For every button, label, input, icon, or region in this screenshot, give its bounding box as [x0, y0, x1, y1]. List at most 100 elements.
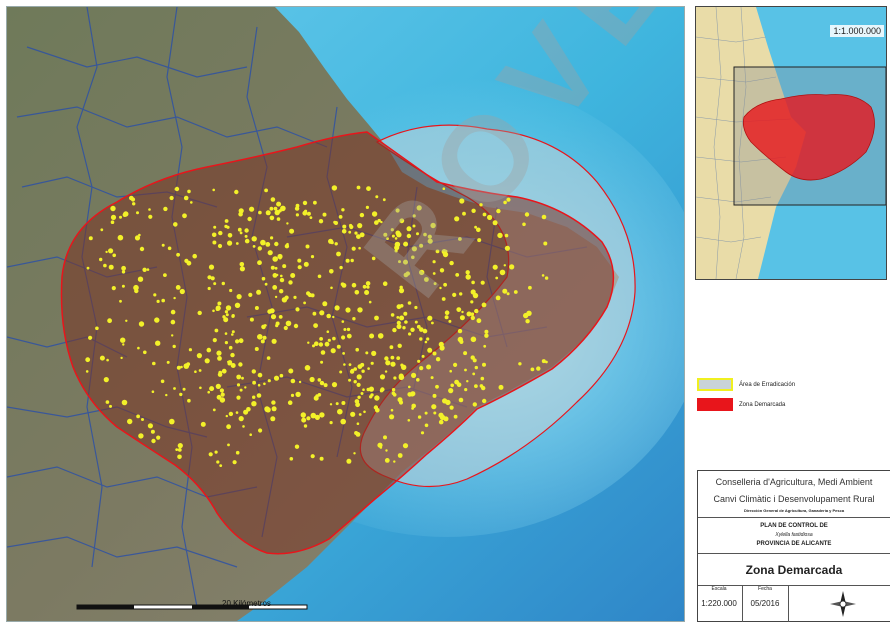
detection-point [244, 228, 249, 233]
detection-point [503, 264, 506, 267]
detection-point [295, 307, 300, 312]
detection-point [394, 237, 398, 240]
detection-point [336, 251, 341, 257]
detection-point [331, 185, 338, 191]
detection-point [237, 227, 242, 232]
detection-point [216, 460, 220, 464]
detection-point [439, 286, 442, 290]
detection-point [424, 411, 428, 415]
detection-point [224, 341, 228, 345]
detection-point [498, 384, 504, 390]
detection-point [397, 453, 403, 458]
detection-point [398, 288, 405, 294]
detection-point [154, 317, 160, 323]
detection-point [262, 335, 267, 340]
detection-point [409, 392, 415, 397]
detection-point [543, 241, 548, 246]
detection-point [377, 218, 381, 223]
detection-point [412, 224, 416, 228]
detection-point [257, 246, 262, 251]
main-map[interactable]: ROVE 20 Kilómetros [6, 6, 685, 622]
detection-point [349, 369, 355, 374]
detection-point [88, 335, 93, 340]
detection-point [212, 338, 217, 343]
detection-point [341, 320, 345, 323]
detection-point [433, 282, 437, 286]
detection-point [470, 355, 475, 360]
detection-point [141, 418, 144, 421]
detection-point [397, 343, 402, 348]
detection-point [257, 372, 263, 378]
detection-point [286, 222, 289, 225]
inset-map[interactable]: 1:1.000.000 [695, 6, 887, 280]
detection-point [304, 365, 311, 371]
detection-point [326, 313, 332, 319]
detection-point [174, 187, 178, 191]
detection-point [138, 433, 144, 439]
detection-point [99, 355, 105, 361]
detection-point [474, 225, 477, 229]
detection-point [465, 270, 470, 275]
detection-point [182, 387, 186, 391]
detection-point [280, 274, 283, 278]
detection-point [350, 258, 354, 263]
detection-point [216, 394, 222, 400]
detection-point [411, 403, 417, 409]
detection-point [362, 284, 367, 289]
detection-point [150, 429, 155, 434]
detection-point [374, 315, 379, 321]
detection-point [231, 330, 235, 334]
detection-point [309, 216, 313, 220]
detection-point [390, 408, 394, 412]
detection-point [357, 395, 361, 399]
detection-point [411, 372, 417, 378]
detection-point [213, 282, 217, 286]
detection-point [300, 412, 306, 418]
detection-point [448, 319, 452, 323]
detection-point [261, 276, 266, 281]
detection-point [339, 265, 343, 270]
detection-point [212, 309, 215, 313]
detection-point [480, 280, 485, 285]
detection-point [85, 357, 91, 363]
detection-point [231, 314, 235, 318]
detection-point [100, 228, 104, 232]
detection-point [256, 289, 262, 295]
detection-point [322, 212, 327, 217]
detection-point [238, 362, 243, 367]
detection-point [416, 378, 420, 382]
detection-point [509, 264, 515, 270]
detection-point [396, 316, 400, 319]
detection-point [117, 234, 124, 241]
org-line-2: Canvi Climàtic i Desenvolupament Rural [713, 494, 875, 504]
detection-point [530, 367, 535, 372]
detection-point [339, 370, 343, 374]
detection-point [406, 226, 412, 232]
title-block-footer: Escala 1:220.000 Fecha 05/2016 [698, 586, 890, 622]
detection-point [407, 301, 412, 305]
detection-point [294, 206, 300, 211]
detection-point [390, 361, 396, 367]
detection-point [217, 243, 223, 249]
detection-point [235, 339, 240, 344]
detection-point [452, 292, 457, 297]
detection-point [132, 202, 136, 206]
detection-point [279, 289, 284, 294]
detection-point [363, 410, 366, 414]
detection-point [225, 313, 229, 317]
detection-point [271, 400, 276, 405]
detection-point [399, 315, 405, 321]
detection-point [431, 321, 434, 325]
detection-point [190, 201, 193, 204]
detection-point [288, 280, 293, 285]
detection-point [257, 334, 263, 340]
detection-point [402, 326, 406, 330]
detection-point [283, 325, 288, 331]
detection-point [306, 416, 311, 421]
detection-point [352, 317, 356, 321]
detection-point [148, 214, 153, 219]
detection-point [274, 241, 279, 247]
detection-point [458, 397, 464, 403]
detection-point [276, 217, 281, 221]
detection-point [155, 340, 161, 346]
